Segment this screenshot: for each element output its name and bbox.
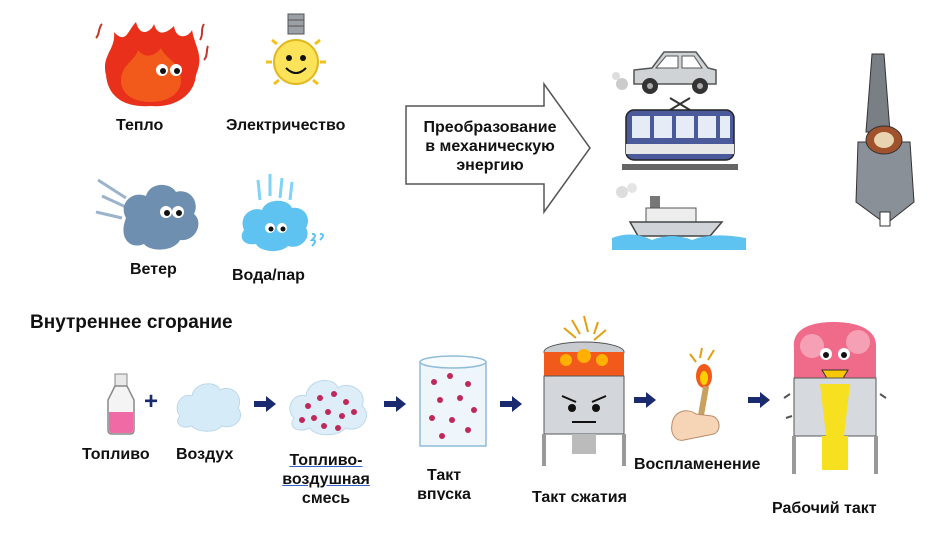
power-stroke-cylinder-icon bbox=[783, 322, 887, 474]
process-arrow-4 bbox=[634, 392, 656, 408]
air-cloud-icon bbox=[176, 383, 242, 432]
mixture-line-1: Топливо- bbox=[289, 452, 363, 469]
power-stroke-label: Рабочий такт bbox=[772, 500, 877, 517]
ignition-label: Воспламенение bbox=[634, 456, 761, 473]
compression-stroke-label: Такт сжатия bbox=[532, 489, 627, 506]
intake-cylinder-icon bbox=[419, 355, 487, 447]
plus-sign: + bbox=[144, 388, 159, 415]
fuel-air-mixture-label: Топливо- воздушная смесь bbox=[280, 451, 372, 508]
conversion-line-2: в механическую bbox=[425, 138, 555, 155]
process-arrow-5 bbox=[748, 392, 770, 408]
match-hand-icon bbox=[671, 347, 720, 441]
process-arrow-3 bbox=[500, 396, 522, 412]
air-label: Воздух bbox=[176, 446, 234, 463]
conversion-line-3: энергию bbox=[456, 157, 524, 174]
conversion-line-1: Преобразование bbox=[423, 119, 557, 136]
intake-line-2: впуска bbox=[417, 486, 471, 500]
fuel-label: Топливо bbox=[82, 446, 150, 463]
water-drop-icon bbox=[241, 174, 324, 252]
mixture-line-3: смесь bbox=[301, 490, 351, 507]
heat-label: Тепло bbox=[116, 117, 164, 134]
intake-line-1: Такт bbox=[426, 467, 462, 484]
fuel-bottle-icon bbox=[107, 373, 135, 435]
process-arrow-1 bbox=[254, 396, 276, 412]
combustion-title: Внутреннее сгорание bbox=[30, 312, 233, 333]
mixture-line-2: воздушная bbox=[282, 471, 370, 488]
conversion-arrow-text: Преобразование в механическую энергию bbox=[410, 118, 570, 175]
wind-cloud-icon bbox=[95, 178, 199, 250]
compression-cylinder-icon bbox=[542, 315, 626, 466]
conversion-arrow-shape bbox=[405, 81, 591, 215]
water-steam-label: Вода/пар bbox=[232, 267, 305, 284]
fuel-air-mixture-icon bbox=[289, 380, 368, 436]
car-icon bbox=[612, 51, 717, 94]
ship-icon bbox=[612, 183, 746, 250]
wind-label: Ветер bbox=[130, 261, 177, 278]
tram-icon bbox=[622, 97, 738, 170]
intake-stroke-label: Такт впуска bbox=[404, 466, 484, 500]
electricity-label: Электричество bbox=[226, 117, 346, 134]
power-plant-icon bbox=[855, 53, 915, 227]
lightbulb-icon bbox=[266, 13, 326, 86]
process-arrow-2 bbox=[384, 396, 406, 412]
heat-flame-icon bbox=[95, 22, 209, 107]
